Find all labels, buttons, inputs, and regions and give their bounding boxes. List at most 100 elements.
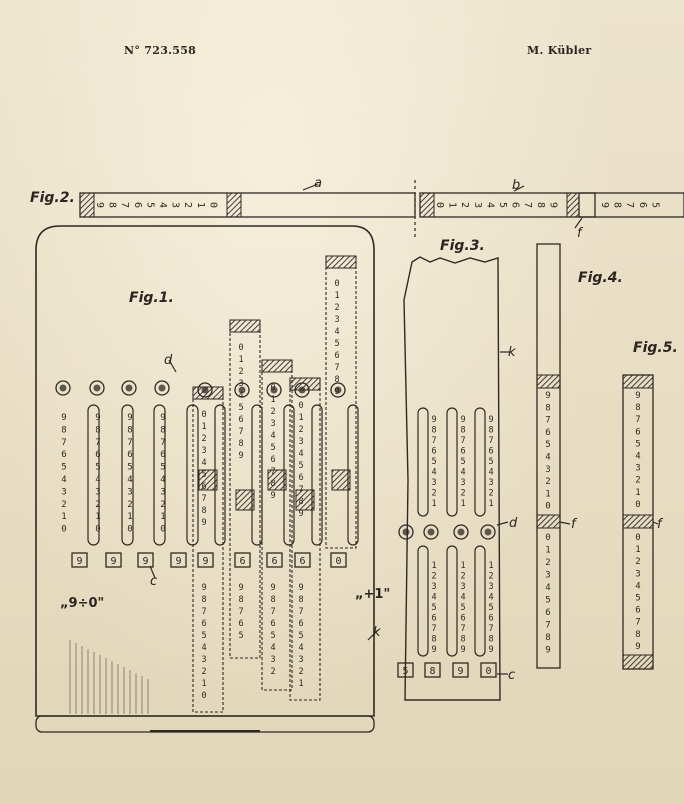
fig1-ext-desc-1-digit-4: 5 [238,631,243,641]
fig1-knob-3 [154,380,170,396]
fig3-lower-1-digit-3: 4 [460,593,465,603]
fig1-ext-asc-4-digit-2: 2 [334,303,339,313]
fig1-window-1-digit: 9 [110,556,116,567]
fig1-ext-cap-2 [261,359,293,373]
fig1-ext-asc-1-digit-5: 5 [238,403,243,413]
fig1-col-1-digit-4: 5 [95,463,100,473]
fig2-asc-digit-3: 3 [472,202,483,208]
fig1-ext-desc-0-digit-4: 5 [201,631,206,641]
fig4-asc-digit-4: 4 [545,583,550,593]
fig1-ext-asc-2-digit-6: 6 [270,455,275,465]
fig3-lower-2-digit-8: 9 [488,645,493,655]
ref-c-fig1: c [150,574,158,589]
fig3-lower-2-digit-2: 3 [488,582,493,592]
fig1-ext-window-3 [294,552,311,568]
fig1-ext-asc-1-digit-9: 9 [238,451,243,461]
fig1-ext-window-2 [266,552,283,568]
ref-f-fig2: f [577,226,582,241]
fig3-lower-1-digit-5: 6 [460,614,465,624]
fig3-lower-1-digit-1: 2 [460,572,465,582]
fig4-asc-digit-5: 5 [545,596,550,606]
fig5-desc-digit-0: 9 [635,391,640,401]
fig2-end-mid [226,192,242,218]
fig3-upper-0-digit-0: 9 [431,415,436,425]
fig1-ext-desc-0-digit-9: 0 [201,691,206,701]
fig1-ext-asc-4-digit-4: 4 [334,327,339,337]
fig2-desc-digit-5: 4 [157,202,168,208]
fig1-ext-asc-3-digit-4: 4 [298,449,303,459]
fig3-upper-1-digit-4: 5 [460,457,465,467]
fig5-asc-digit-7: 7 [635,618,640,628]
fig1-col-2-digit-3: 6 [127,450,132,460]
fig1-ext-asc-4-digit-0: 0 [334,279,339,289]
fig2-leader-a [302,183,319,191]
fig1-ext-asc-2-digit-3: 3 [270,419,275,429]
fig1-ext-asc-1-digit-8: 8 [238,439,243,449]
fig1-base [35,715,375,733]
inventor-name: M. Kübler [527,44,592,57]
fig1-leader-d [168,359,177,373]
fig1-ext-knob-3 [294,382,310,398]
fig5-desc-digit-2: 7 [635,415,640,425]
fig1-slot-0 [87,404,100,546]
fig3-lower-1-digit-2: 3 [460,582,465,592]
fig1-ext-mid-hatch-3 [295,489,315,511]
fig3-upper-0-digit-1: 8 [431,426,436,436]
fig3-knob-2-center [457,528,465,536]
fig1-col-2-digit-7: 2 [127,500,132,510]
fig4-desc-digit-1: 8 [545,403,550,413]
fig3-upper-1-digit-5: 4 [460,468,465,478]
fig5-hatch-f [622,514,654,529]
fig1-ext-asc-0-digit-8: 8 [201,506,206,516]
fig3-upper-1-digit-2: 7 [460,436,465,446]
fig1-col-2-digit-6: 3 [127,487,132,497]
fig5-desc-digit-7: 2 [635,476,640,486]
fig1-ext-asc-1-digit-6: 6 [238,415,243,425]
fig1-col-2-digit-4: 5 [127,463,132,473]
fig3-window-2-digit: 9 [457,666,463,677]
ref-k-fig3: k [508,345,516,360]
fig1-knob-0 [55,380,71,396]
fig3-lower-1-digit-6: 7 [460,624,465,634]
fig3-lower-slot-0 [417,545,429,657]
fig2-desc-digit-4: 5 [144,202,155,208]
fig5-asc-digit-9: 9 [635,642,640,652]
fig2-end-b [419,192,435,218]
fig1-ext-desc-1-digit-2: 7 [238,607,243,617]
fig2-asc-digit-0: 0 [434,202,445,208]
fig1-ext-knob-0-center [201,386,209,394]
fig1-window-2 [137,552,154,568]
ref-c-fig3: c [508,668,516,683]
fig1-ext-cap-4 [325,255,357,269]
fig5-asc-digit-4: 4 [635,581,640,591]
fig1-col-3-digit-7: 2 [160,500,165,510]
fig3-lower-1-digit-0: 1 [460,561,465,571]
fig1-ext-desc-2-digit-7: 2 [270,667,275,677]
fig1-ext-asc-1-digit-1: 1 [238,355,243,365]
fig1-col-0-digit-2: 7 [61,438,66,448]
fig4-asc-digit-0: 0 [545,533,550,543]
fig2-leader-f [574,217,583,229]
fig1-col-1-digit-9: 0 [95,525,100,535]
fig1-ext-asc-1-digit-7: 7 [238,427,243,437]
fig1-ext-asc-0-digit-0: 0 [201,410,206,420]
fig1-col-0-digit-7: 2 [61,500,66,510]
fig3-upper-2-digit-5: 4 [488,468,493,478]
fig1-ext-window-1 [234,552,251,568]
fig4-desc-digit-7: 2 [545,477,550,487]
fig3-lower-1-digit-7: 8 [460,635,465,645]
fig3-lower-0-digit-2: 3 [431,582,436,592]
fig1-col-1-digit-0: 9 [95,413,100,423]
fig1-ext-asc-2-digit-5: 5 [270,443,275,453]
fig1-col-0-digit-8: 1 [61,512,66,522]
fig1-ext-desc-2-digit-4: 5 [270,631,275,641]
fig1-ext-knob-2-center [270,386,278,394]
fig3-upper-1-digit-7: 2 [460,489,465,499]
ref-f-fig4: f [571,517,576,532]
fig1-col-0-digit-3: 6 [61,450,66,460]
fig3-upper-0-digit-2: 7 [431,436,436,446]
fig4-asc-digit-3: 3 [545,571,550,581]
fig1-col-3-digit-1: 8 [160,425,165,435]
fig3-leader-d [496,521,509,526]
fig3-upper-slot-1 [446,407,458,517]
